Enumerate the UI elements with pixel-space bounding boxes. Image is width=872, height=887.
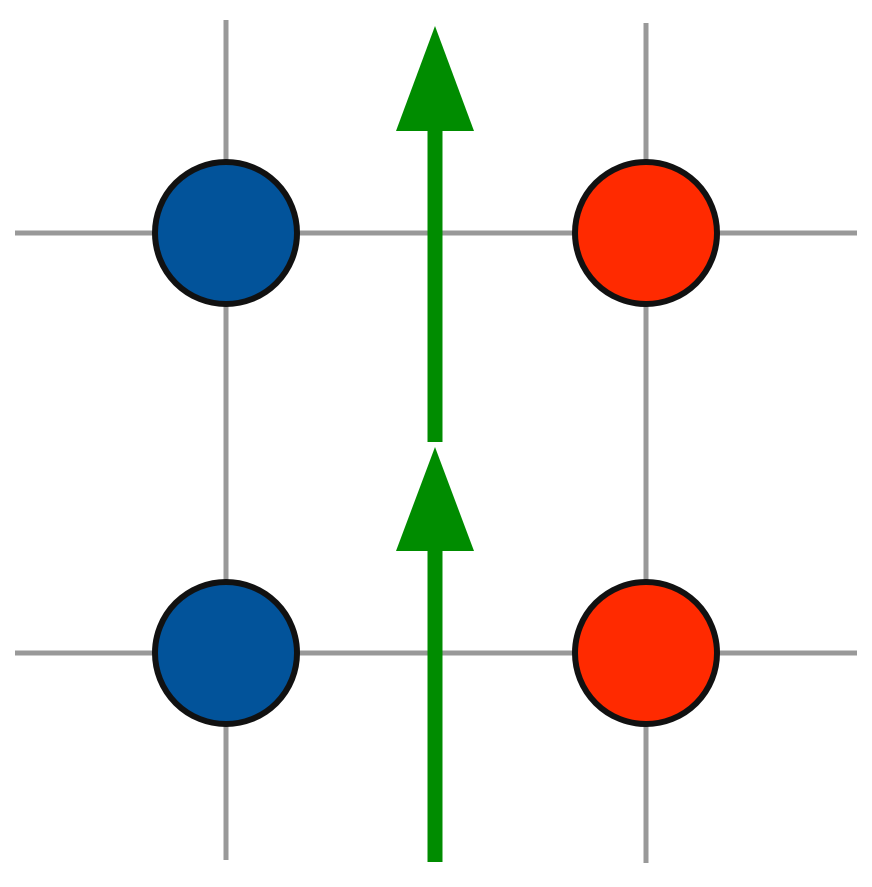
- node-top-right: [572, 159, 720, 307]
- arrow-upper: [396, 26, 474, 442]
- arrow-upper-head: [396, 26, 474, 131]
- arrow-lower-head: [396, 447, 474, 551]
- arrows: [396, 26, 474, 862]
- node-top-left: [152, 159, 300, 307]
- node-bottom-right: [572, 579, 720, 727]
- node-bottom-left: [152, 579, 300, 727]
- arrow-lower: [396, 447, 474, 862]
- nodes: [152, 159, 720, 727]
